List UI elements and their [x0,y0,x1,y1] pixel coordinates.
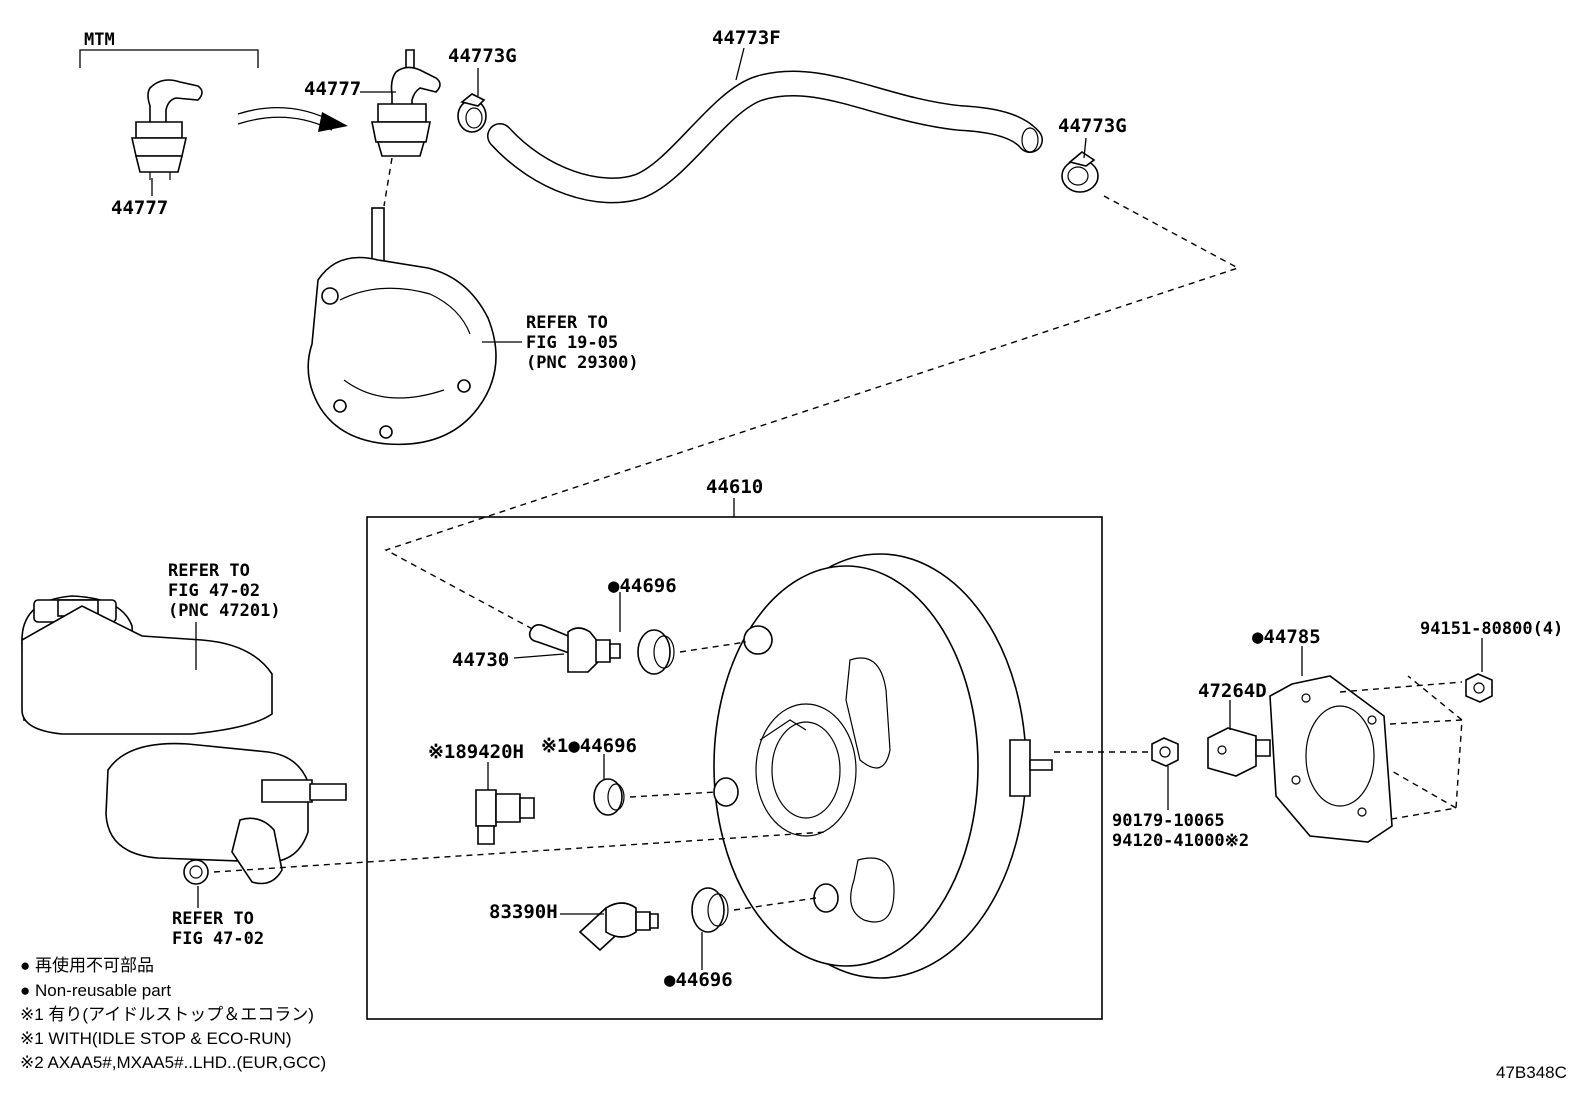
part-44777-left-label: 44777 [111,197,168,219]
mtm-bracket [79,49,259,68]
legend-line-1: ● 再使用不可部品 [20,955,154,975]
legend-line-5: ※2 AXAA5#,MXAA5#..LHD..(EUR,GCC) [20,1053,326,1072]
vacuum-sensor-drawing [475,789,535,845]
part-44696-b-label: ※1●44696 [541,735,637,757]
part-44773g-right-label: 44773G [1058,115,1127,137]
booster-nut-drawing [1151,737,1179,767]
part-90179-label: 90179-10065 [1112,811,1225,831]
brake-booster-drawing [713,553,1053,979]
part-44773f-label: 44773F [712,27,781,49]
pump-ref-line3: (PNC 29300) [526,353,639,373]
mounting-dash-lines [1339,675,1463,821]
master-ref-line1: REFER TO [168,561,250,581]
part-44696-a-label: ●44696 [608,575,677,597]
part-44610-label: 44610 [706,476,763,498]
legend-line-2: ● Non-reusable part [20,981,171,1000]
master-ref-line2: FIG 47-02 [168,581,260,601]
part-44785-label: ●44785 [1252,626,1321,648]
master-nut-drawing [183,859,209,885]
booster-assembly-box [366,516,1103,1020]
figure-code: 47B348C [1496,1063,1567,1082]
grommet-b-drawing [593,778,625,816]
part-47264d-label: 47264D [1198,680,1267,702]
vacuum-pump-drawing [307,207,497,446]
part-83390h-label: 83390H [489,901,558,923]
pressure-switch-drawing [578,902,659,952]
master-ref-line3: (PNC 47201) [168,601,281,621]
part-44773g-top-label: 44773G [448,45,517,67]
replacement-arrow [237,107,348,132]
master-cylinder-drawing [21,595,347,885]
part-94151-label: 94151-80800(4) [1420,619,1563,639]
mtm-label: MTM [84,30,115,50]
hose-clamp-right-drawing [1061,151,1099,193]
check-valve-right-drawing [371,49,441,157]
vacuum-union-drawing [528,624,621,673]
legend-line-4: ※1 WITH(IDLE STOP & ECO-RUN) [20,1029,291,1048]
vacuum-hose-drawing [487,70,1043,204]
pump-ref-line2: FIG 19-05 [526,333,618,353]
part-94120-label: 94120-41000※2 [1112,831,1249,851]
check-valve-left-drawing [131,79,203,180]
hose-clamp-top-drawing [457,93,487,133]
pump-ref-line1: REFER TO [526,313,608,333]
grommet-a-drawing [637,629,675,675]
nut-ref-line2: FIG 47-02 [172,929,264,949]
gasket-44785-drawing [1269,675,1393,843]
grommet-c-drawing [691,887,729,933]
nut-ref-line1: REFER TO [172,909,254,929]
part-44730-label: 44730 [452,649,509,671]
part-89420h-label: ※189420H [428,741,524,763]
part-44777-right-label: 44777 [304,78,361,100]
part-44696-c-label: ●44696 [664,969,733,991]
legend-line-3: ※1 有り(アイドルストップ＆エコラン) [20,1005,314,1024]
booster-mount-nut-drawing [1465,673,1493,703]
bracket-47264d-drawing [1207,727,1271,777]
